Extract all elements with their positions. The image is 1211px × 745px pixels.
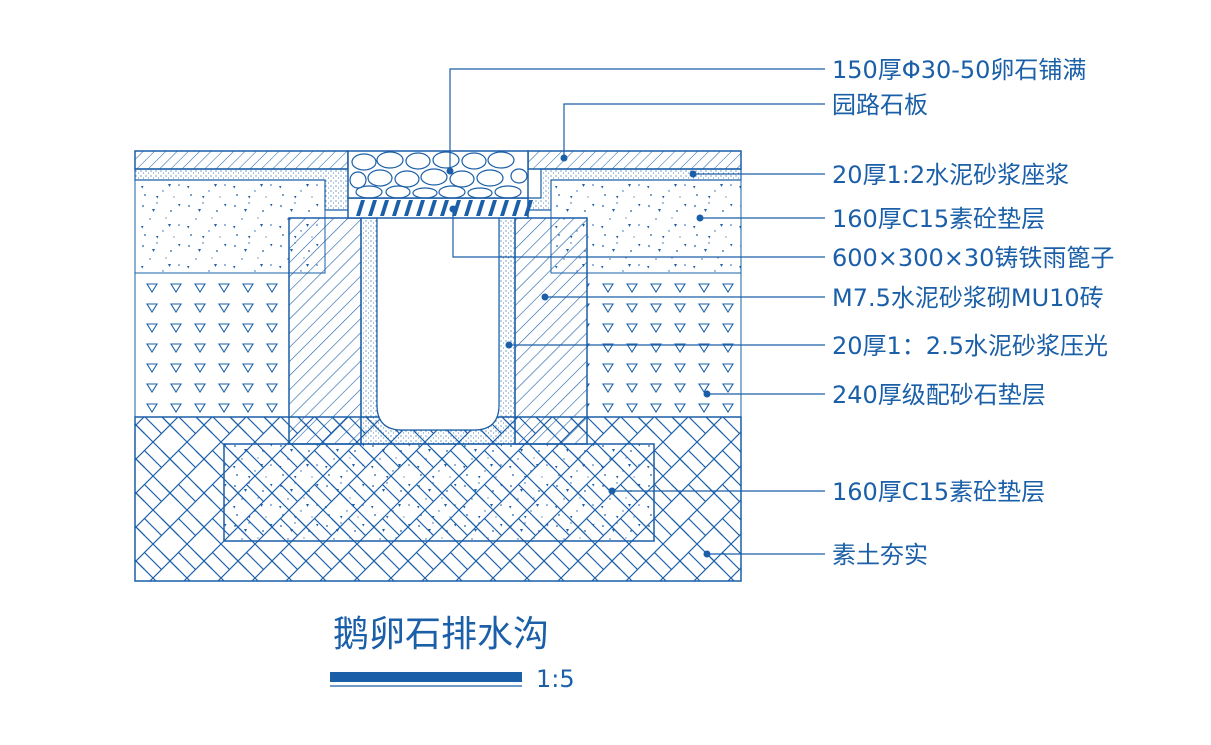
grate-bar — [416, 200, 425, 216]
grate-bar — [524, 200, 533, 216]
grate-bar — [464, 200, 473, 216]
label-plaster-lining: 20厚1：2.5水泥砂浆压光 — [832, 332, 1108, 360]
gravel-layer-left — [134, 272, 290, 418]
grate-bar — [368, 200, 377, 216]
grate-bar — [440, 200, 449, 216]
drawing-title: 鹅卵石排水沟 — [333, 614, 549, 655]
label-gravel-base: 240厚级配砂石垫层 — [832, 381, 1046, 409]
label-concrete-upper: 160厚C15素砼垫层 — [832, 205, 1045, 233]
label-garden-slab: 园路石板 — [832, 91, 928, 119]
label-pebble-fill: 150厚Φ30-50卵石铺满 — [832, 56, 1086, 84]
brick-wall-left — [288, 217, 362, 445]
garden-slab-left — [134, 150, 349, 170]
grate-bar — [428, 200, 437, 216]
label-mortar-bed: 20厚1:2水泥砂浆座浆 — [832, 161, 1069, 189]
grate-bar — [356, 200, 365, 216]
grate-bar — [500, 200, 509, 216]
leader-dots — [446, 154, 711, 558]
title-underline-thick — [330, 672, 522, 682]
grate-bar — [476, 200, 485, 216]
grate-bar — [512, 200, 521, 216]
channel-void — [376, 218, 500, 431]
pebble-fill — [347, 150, 529, 199]
drawing-scale: 1:5 — [536, 665, 575, 693]
concrete-layer-lower — [223, 443, 655, 542]
label-concrete-lower: 160厚C15素砼垫层 — [832, 478, 1045, 506]
garden-slab-right — [527, 150, 742, 170]
grate-bar — [488, 200, 497, 216]
label-brick-wall: M7.5水泥砂浆砌MU10砖 — [832, 284, 1104, 312]
brick-wall-right — [514, 217, 588, 445]
label-compacted-soil: 素土夯实 — [832, 541, 928, 569]
leader-lines — [449, 68, 825, 555]
grate-bar — [404, 200, 413, 216]
grate-bar — [380, 200, 389, 216]
cast-iron-grate — [347, 197, 533, 219]
grate-bar — [392, 200, 401, 216]
label-cast-iron-grate: 600×300×30铸铁雨篦子 — [832, 244, 1114, 272]
